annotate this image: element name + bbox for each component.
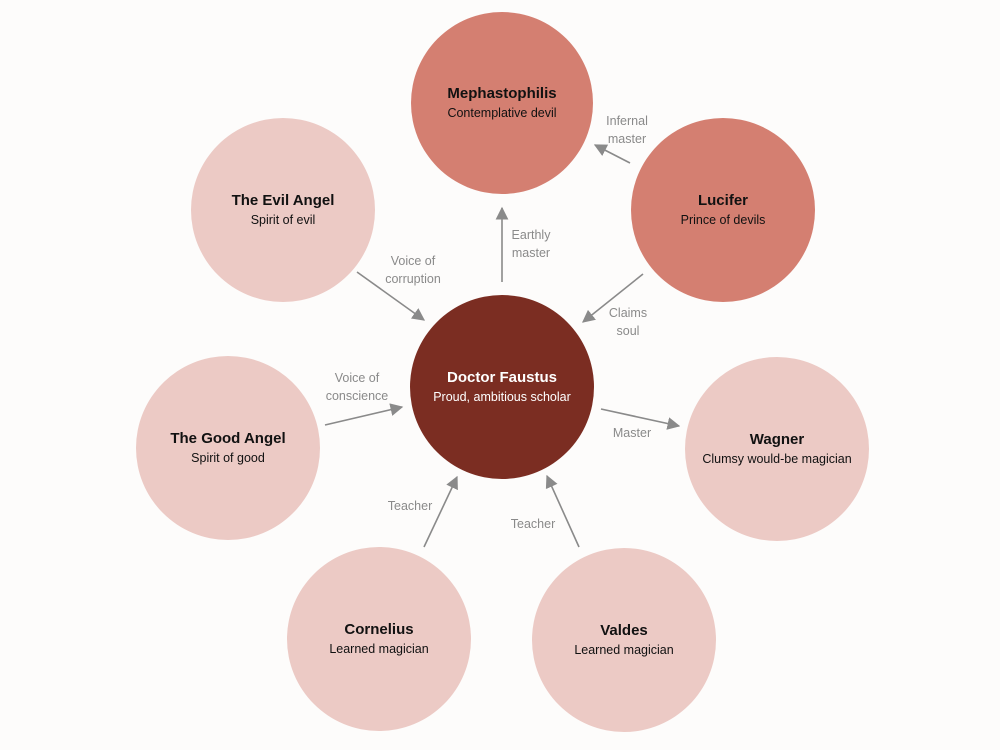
edge-label-infernal-master: Infernal master [606, 112, 648, 148]
edge-label-line: soul [616, 324, 640, 338]
edge-label-line: master [607, 132, 647, 146]
node-wagner-desc: Clumsy would-be magician [702, 452, 852, 466]
edge-label-line: Voice of [390, 254, 436, 268]
edge-label-line: Teacher [510, 517, 556, 531]
edge-label-line: Teacher [387, 499, 433, 513]
edge-label-line: Claims [608, 306, 648, 320]
edge-label-line: Earthly [511, 228, 551, 242]
edge-label-line: Voice of [334, 371, 380, 385]
edge-label-line: Infernal [606, 114, 648, 128]
node-good-angel: The Good Angel Spirit of good [136, 356, 320, 540]
edge-good-angel-to-faustus [324, 403, 404, 426]
edge-evil-angel-to-faustus [356, 271, 426, 321]
edge-lucifer-to-mephastophilis [593, 144, 631, 164]
node-valdes-name: Valdes [600, 622, 648, 639]
node-doctor-faustus-desc: Proud, ambitious scholar [433, 390, 571, 404]
node-evil-angel: The Evil Angel Spirit of evil [191, 118, 375, 302]
edge-label-voice-of-conscience: Voice of conscience [326, 369, 389, 405]
edge-label-teacher-valdes: Teacher [511, 515, 555, 533]
edge-valdes-to-faustus [545, 474, 580, 548]
node-lucifer-name: Lucifer [697, 192, 748, 209]
node-mephastophilis: Mephastophilis Contemplative devil [411, 12, 593, 194]
node-mephastophilis-name: Mephastophilis [447, 85, 557, 102]
edge-cornelius-to-faustus [423, 475, 458, 548]
node-wagner: Wagner Clumsy would-be magician [685, 357, 869, 541]
node-wagner-name: Wagner [749, 431, 805, 448]
edge-faustus-to-wagner [600, 408, 681, 430]
node-doctor-faustus-name: Doctor Faustus [446, 369, 557, 386]
node-good-angel-desc: Spirit of good [191, 451, 265, 465]
node-cornelius-desc: Learned magician [329, 642, 429, 656]
node-good-angel-name: The Good Angel [170, 430, 286, 447]
edge-label-earthly-master: Earthly master [512, 226, 551, 262]
node-evil-angel-desc: Spirit of evil [250, 213, 316, 227]
node-mephastophilis-desc: Contemplative devil [447, 106, 557, 120]
node-lucifer: Lucifer Prince of devils [631, 118, 815, 302]
edge-label-teacher-cornelius: Teacher [388, 497, 432, 515]
edge-label-line: master [511, 246, 551, 260]
edge-label-master: Master [613, 424, 651, 442]
edge-label-line: conscience [325, 389, 389, 403]
edge-label-line: corruption [385, 272, 441, 286]
node-valdes-desc: Learned magician [574, 643, 674, 657]
node-doctor-faustus: Doctor Faustus Proud, ambitious scholar [410, 295, 594, 479]
edge-lucifer-to-faustus [582, 273, 644, 323]
node-evil-angel-name: The Evil Angel [231, 192, 335, 209]
node-cornelius: Cornelius Learned magician [287, 547, 471, 731]
edge-label-line: Master [612, 426, 652, 440]
edge-label-claims-soul: Claims soul [609, 304, 647, 340]
node-cornelius-name: Cornelius [344, 621, 414, 638]
node-lucifer-desc: Prince of devils [680, 213, 766, 227]
edge-label-voice-of-corruption: Voice of corruption [385, 252, 441, 288]
node-valdes: Valdes Learned magician [532, 548, 716, 732]
